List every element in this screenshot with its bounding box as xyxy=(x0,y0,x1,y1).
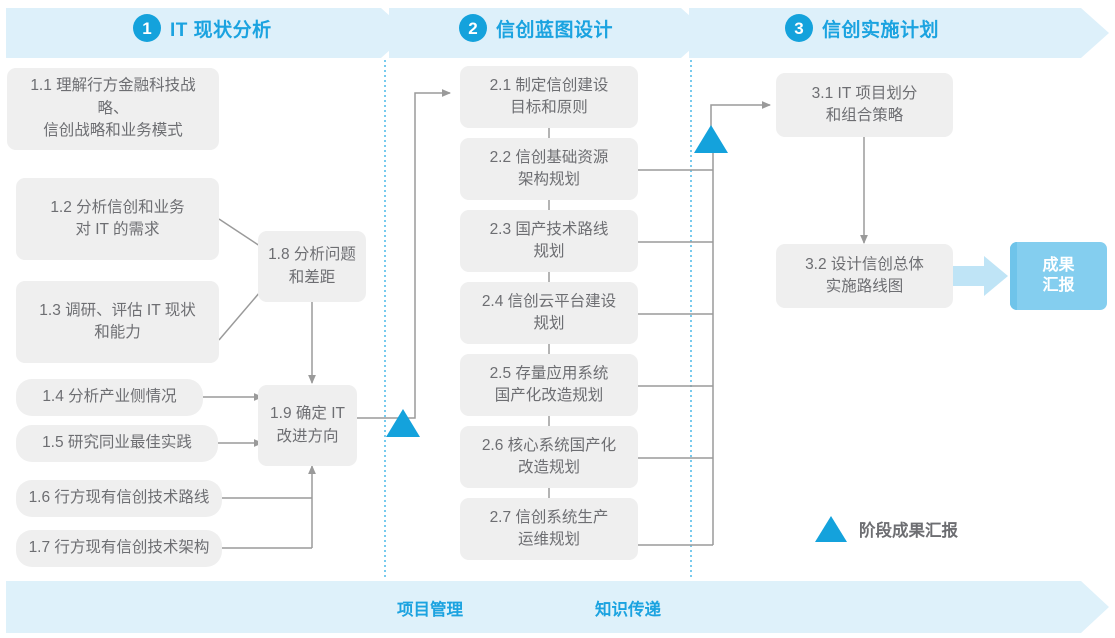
task-box-1-7[interactable]: 1.7 行方现有信创技术架构 xyxy=(16,530,222,567)
task-box-1-1[interactable]: 1.1 理解行方金融科技战略、信创战略和业务模式 xyxy=(7,68,219,150)
task-box-1-4[interactable]: 1.4 分析产业侧情况 xyxy=(16,379,203,416)
milestone-triangle-icon xyxy=(815,516,847,542)
task-box-1-8[interactable]: 1.8 分析问题和差距 xyxy=(258,231,366,302)
legend: 阶段成果汇报 xyxy=(815,516,958,542)
task-box-2-4[interactable]: 2.4 信创云平台建设规划 xyxy=(460,282,638,344)
phase-header-2: 2 信创蓝图设计 xyxy=(459,12,613,44)
task-box-3-2[interactable]: 3.2 设计信创总体实施路线图 xyxy=(776,244,953,308)
task-box-2-7[interactable]: 2.7 信创系统生产运维规划 xyxy=(460,498,638,560)
connector-bus-to-3-1 xyxy=(710,101,771,140)
task-box-3-1[interactable]: 3.1 IT 项目划分和组合策略 xyxy=(776,73,953,137)
task-box-1-5[interactable]: 1.5 研究同业最佳实践 xyxy=(16,425,218,462)
phase-number-2: 2 xyxy=(459,14,487,42)
footer-label-knowledge-transfer: 知识传递 xyxy=(595,601,661,619)
milestone-triangle-stage2 xyxy=(694,125,728,153)
task-box-2-6[interactable]: 2.6 核心系统国产化改造规划 xyxy=(460,426,638,488)
result-report-box[interactable]: 成果汇报 xyxy=(1010,242,1107,310)
task-box-1-2[interactable]: 1.2 分析信创和业务对 IT 的需求 xyxy=(16,178,219,260)
task-box-1-3[interactable]: 1.3 调研、评估 IT 现状和能力 xyxy=(16,281,219,363)
milestone-triangle-stage1 xyxy=(386,409,420,437)
task-box-2-1[interactable]: 2.1 制定信创建设目标和原则 xyxy=(460,66,638,128)
task-box-2-2[interactable]: 2.2 信创基础资源架构规划 xyxy=(460,138,638,200)
phase-header-3: 3 信创实施计划 xyxy=(785,12,939,44)
task-box-2-3[interactable]: 2.3 国产技术路线规划 xyxy=(460,210,638,272)
phase-number-1: 1 xyxy=(133,14,161,42)
task-box-1-6[interactable]: 1.6 行方现有信创技术路线 xyxy=(16,480,222,517)
phase-title-1: IT 现状分析 xyxy=(170,19,272,41)
connector-1-9-to-2-1 xyxy=(357,89,451,419)
legend-label: 阶段成果汇报 xyxy=(859,522,958,540)
phase-title-3: 信创实施计划 xyxy=(822,19,940,41)
footer-banner-shape xyxy=(6,581,1109,633)
connector-3-2-to-result xyxy=(950,256,1008,296)
phase-header-1: 1 IT 现状分析 xyxy=(133,12,272,44)
footer-label-project-management: 项目管理 xyxy=(397,601,463,619)
task-box-2-5[interactable]: 2.5 存量应用系统国产化改造规划 xyxy=(460,354,638,416)
phase-title-2: 信创蓝图设计 xyxy=(496,19,614,41)
phase-number-3: 3 xyxy=(785,14,813,42)
